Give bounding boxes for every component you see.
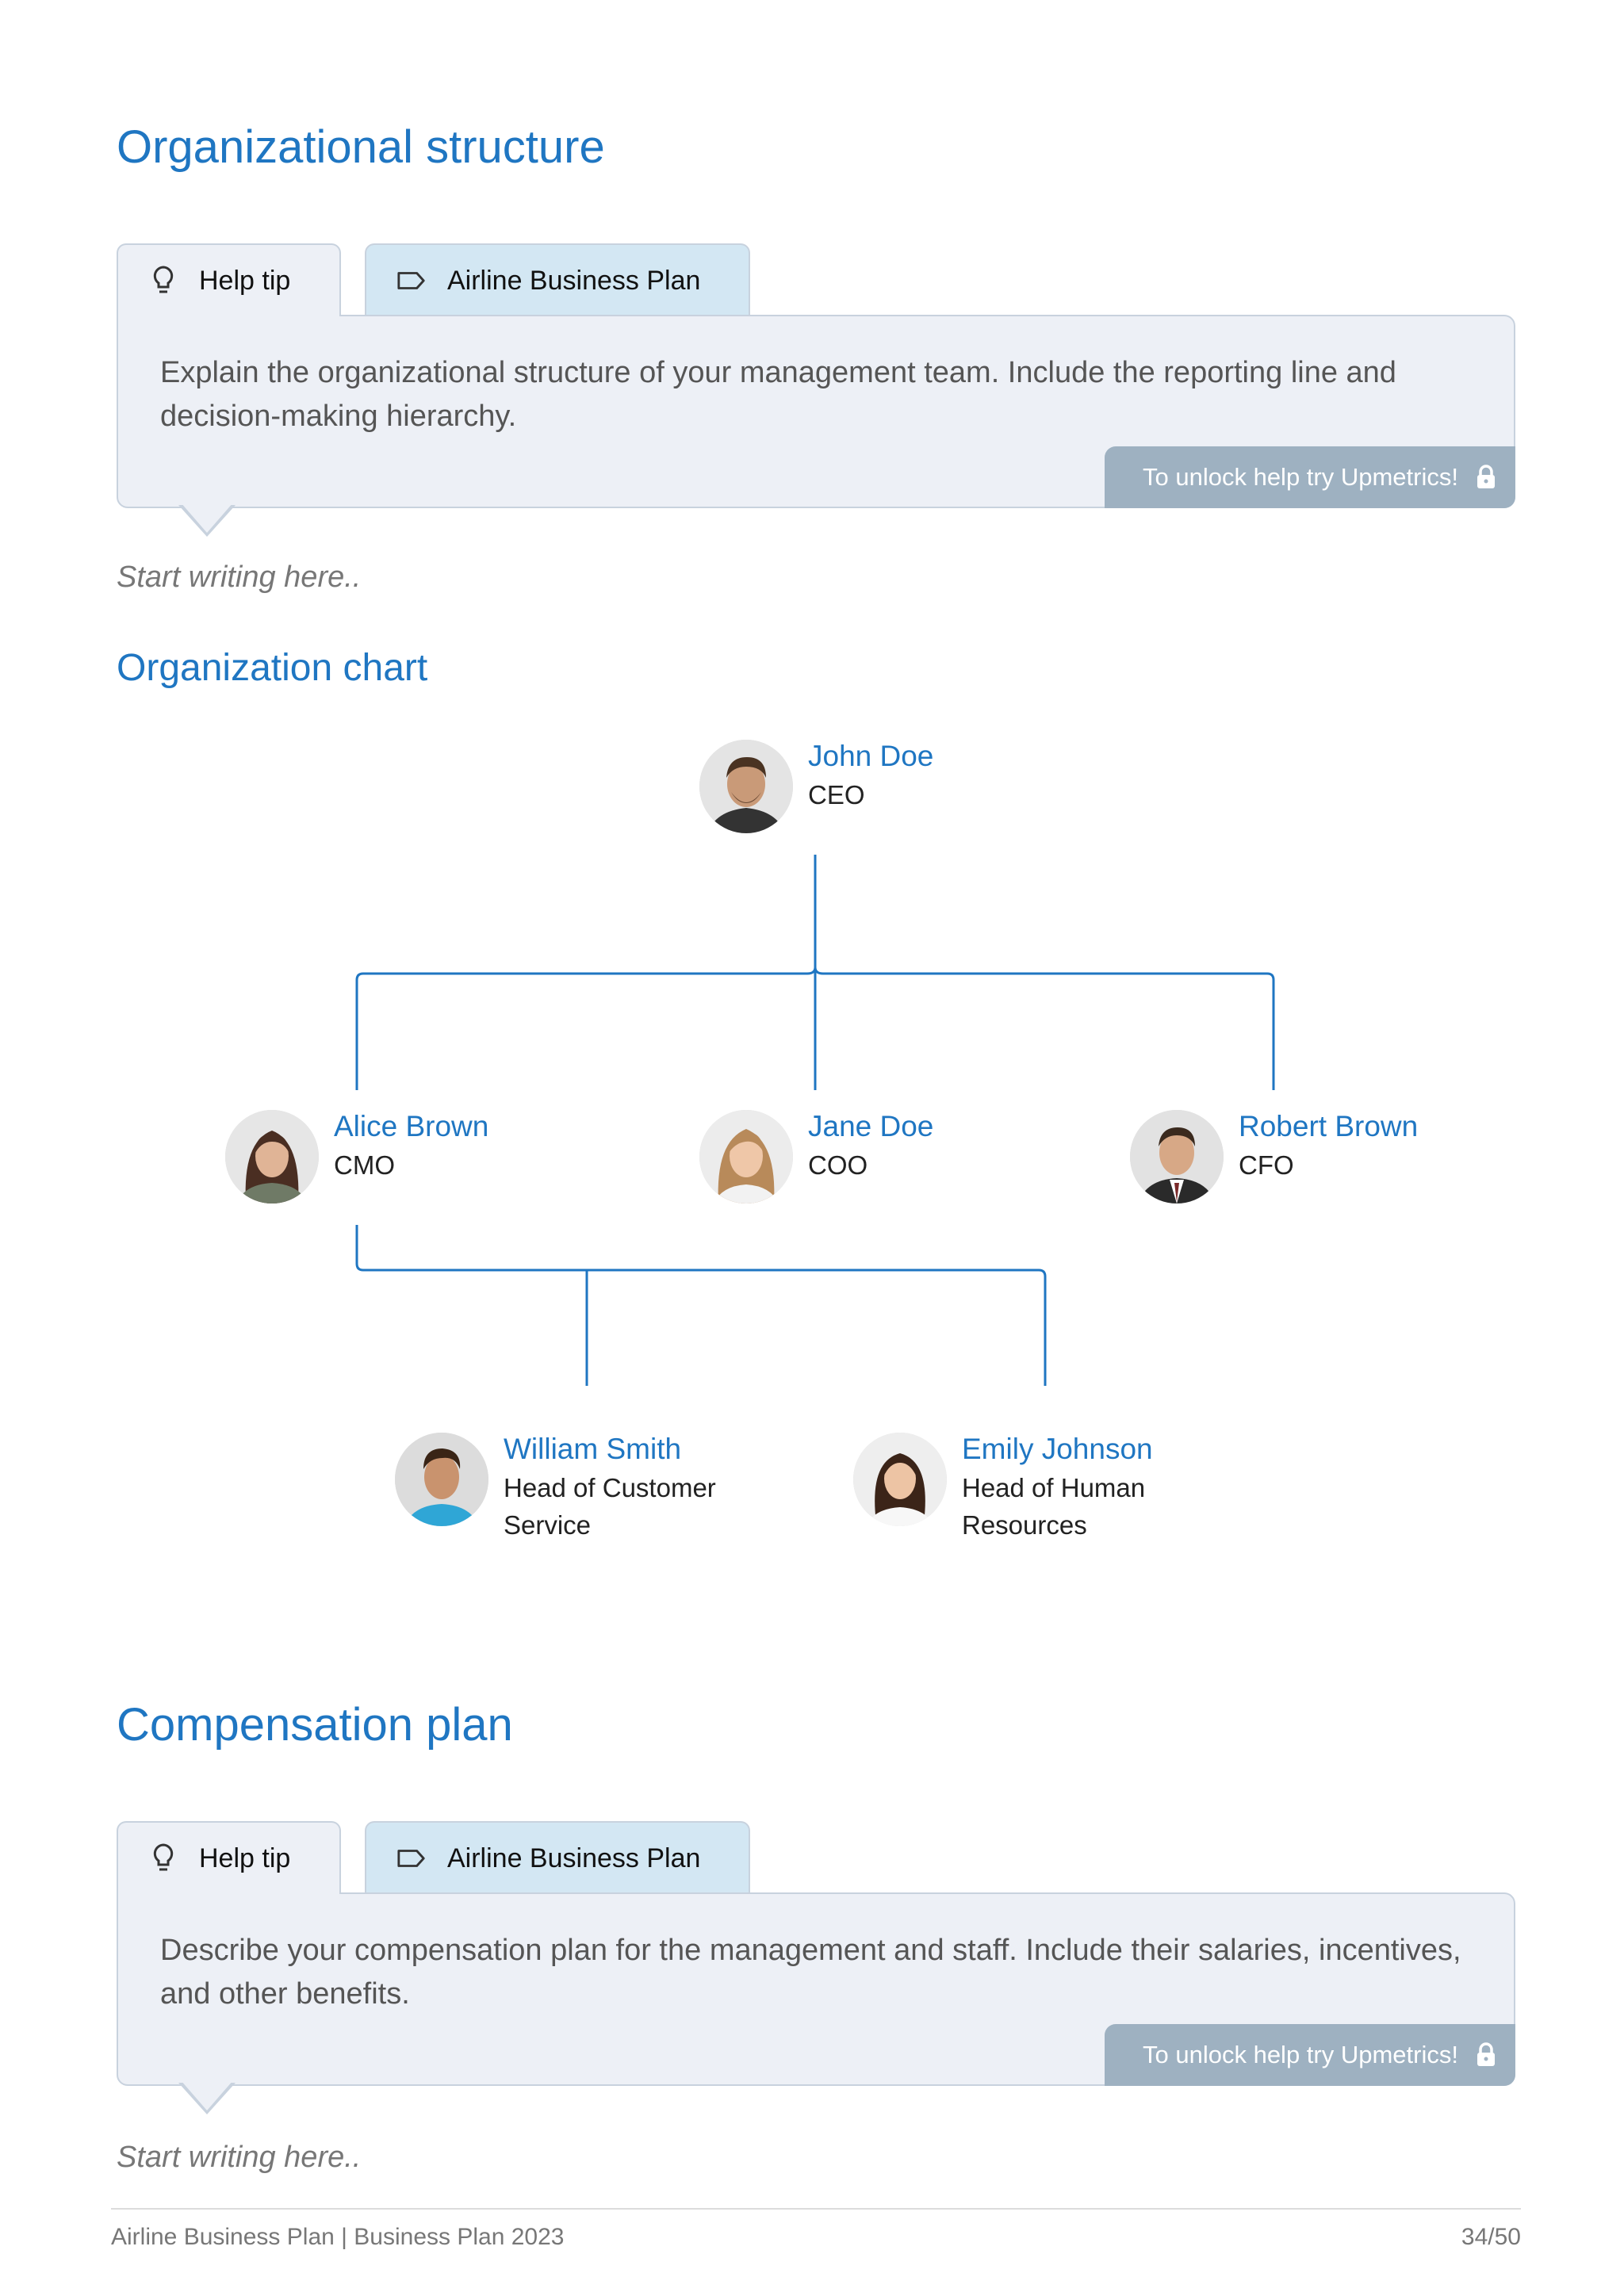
avatar (699, 1110, 793, 1203)
lock-icon (1476, 2042, 1496, 2068)
unlock-help-button[interactable]: To unlock help try Upmetrics! (1105, 446, 1515, 508)
section-title-organizational-structure: Organizational structure (117, 121, 605, 173)
lock-icon (1476, 465, 1496, 490)
avatar (699, 740, 793, 833)
start-writing-placeholder[interactable]: Start writing here.. (117, 2141, 362, 2174)
tab-help-tip[interactable]: Help tip (117, 243, 341, 316)
help-tip-panel: Describe your compensation plan for the … (117, 1892, 1515, 2086)
tag-icon (396, 1843, 427, 1874)
unlock-help-button[interactable]: To unlock help try Upmetrics! (1105, 2024, 1515, 2086)
help-tip-pointer (178, 503, 236, 537)
footer-divider (111, 2208, 1521, 2210)
footer-page-number: 34/50 (1461, 2224, 1521, 2250)
tab-airline-business-plan[interactable]: Airline Business Plan (365, 243, 750, 316)
person-role: Head of Human Resources (962, 1473, 1146, 1540)
tab-plan-label: Airline Business Plan (447, 265, 701, 296)
connector-ceo-left (355, 966, 817, 1090)
lightbulb-icon (148, 1843, 178, 1874)
tab-airline-business-plan[interactable]: Airline Business Plan (365, 1821, 750, 1894)
avatar (1130, 1110, 1224, 1203)
person-name: John Doe (808, 740, 934, 772)
person-name: Jane Doe (808, 1110, 934, 1142)
help-tip-text: Explain the organizational structure of … (160, 356, 1396, 433)
unlock-help-label: To unlock help try Upmetrics! (1143, 463, 1458, 491)
connector-cmo-branch (355, 1225, 1047, 1386)
person-role: COO (808, 1150, 868, 1180)
help-tip-panel: Explain the organizational structure of … (117, 315, 1515, 508)
person-name: William Smith (504, 1433, 682, 1465)
person-name: Emily Johnson (962, 1433, 1153, 1465)
tab-plan-label: Airline Business Plan (447, 1843, 701, 1873)
tab-help-tip-label: Help tip (199, 1843, 291, 1873)
avatar (225, 1110, 319, 1203)
avatar (853, 1433, 947, 1526)
org-chart-connectors (355, 855, 1275, 1386)
footer-document-title: Airline Business Plan | Business Plan 20… (111, 2224, 565, 2250)
person-name: Robert Brown (1239, 1110, 1419, 1142)
lightbulb-icon (148, 265, 178, 297)
avatar (395, 1433, 488, 1526)
person-role: Head of Customer Service (504, 1473, 716, 1540)
person-role: CMO (334, 1150, 395, 1180)
help-tip-pointer (178, 2080, 236, 2114)
section-title-organization-chart: Organization chart (117, 647, 428, 689)
person-name: Alice Brown (334, 1110, 489, 1142)
start-writing-placeholder[interactable]: Start writing here.. (117, 561, 362, 594)
person-role: CFO (1239, 1150, 1294, 1180)
tab-help-tip-label: Help tip (199, 265, 291, 296)
tag-icon (396, 265, 427, 297)
help-tip-text: Describe your compensation plan for the … (160, 1934, 1461, 2011)
unlock-help-label: To unlock help try Upmetrics! (1143, 2041, 1458, 2068)
tab-help-tip[interactable]: Help tip (117, 1821, 341, 1894)
person-role: CEO (808, 780, 865, 809)
connector-ceo-right (814, 966, 1275, 1090)
section-title-compensation-plan: Compensation plan (117, 1699, 513, 1751)
